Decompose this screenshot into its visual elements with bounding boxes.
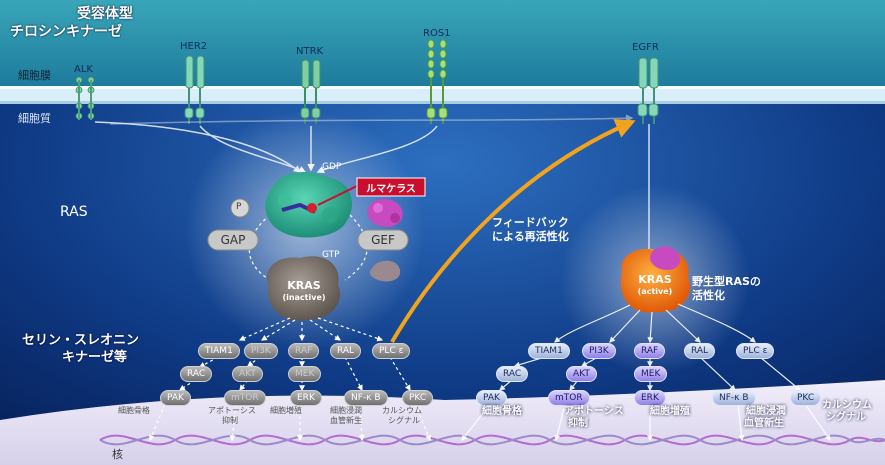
pill-pak-left: PAK <box>160 390 191 406</box>
pill-nfkb-right: NF-κ B <box>712 390 756 406</box>
ras-label: RAS <box>60 204 88 220</box>
pill-pkc-left: PKC <box>402 390 434 406</box>
feedback-label-line-1: フィードバック <box>492 216 569 229</box>
gdp-label: GDP <box>322 162 342 172</box>
kras-gdp-molecule <box>265 172 353 238</box>
kras-inactive-molecule <box>266 256 341 321</box>
pill-akt-right: AKT <box>566 366 597 382</box>
pill-mtor-left: mTOR <box>224 390 266 406</box>
kinase-label-line-2: キナーゼ等 <box>62 350 128 365</box>
kras-active-state: (active) <box>637 287 673 296</box>
feedback-arrow <box>390 119 636 344</box>
note-apoptosis-left-1: アポトーシス <box>208 406 256 415</box>
gef-label: GEF <box>371 233 395 247</box>
pill-mek-left: MEK <box>288 366 322 382</box>
gef-molecule <box>367 198 403 282</box>
pill-plce-left: PLC ε <box>372 343 411 359</box>
kras-inactive-state: (inactive) <box>282 293 326 302</box>
feedback-label-line-2: による再活性化 <box>492 230 569 243</box>
pill-tiam1-right: TIAM1 <box>528 343 570 359</box>
title-line-1: 受容体型 <box>77 6 133 22</box>
note-calcium-left-1: カルシウム <box>382 406 422 415</box>
pill-plce-right: PLC ε <box>736 343 775 359</box>
note-proliferation-left: 細胞増殖 <box>270 406 302 415</box>
pill-rac-right: RAC <box>496 366 529 382</box>
pill-pkc-right: PKC <box>790 390 822 406</box>
note-invasion-right-1: 細胞浸潤 <box>746 406 786 417</box>
kinase-label-line-1: セリン・スレオニン <box>22 333 140 348</box>
drug-label: ルマケラス <box>366 184 416 195</box>
note-cytoskeleton-right: 細胞骨格 <box>482 406 522 417</box>
receptor-ntrk <box>300 59 321 124</box>
label-cytoplasm: 細胞質 <box>18 112 51 125</box>
receptor-ros1 <box>426 39 448 124</box>
pill-pak-right: PAK <box>476 390 507 406</box>
receptor-label-alk: ALK <box>74 64 93 75</box>
note-calcium-left-2: シグナル <box>388 416 420 425</box>
title-line-2: チロシンキナーゼ <box>10 24 122 40</box>
pill-mtor-right: mTOR <box>548 390 590 406</box>
note-invasion-left-2: 血管新生 <box>330 416 362 425</box>
note-cytoskeleton-left: 細胞骨格 <box>118 406 150 415</box>
pill-nfkb-left: NF-κ B <box>344 390 388 406</box>
pill-erk-right: ERK <box>634 390 666 406</box>
note-apoptosis-right-1: アポトーシス <box>564 406 624 417</box>
kras-active-molecule <box>620 246 691 313</box>
note-calcium-right-1: カルシウム <box>822 400 872 411</box>
kras-active-label: KRAS <box>638 273 672 286</box>
note-apoptosis-right-2: 抑制 <box>568 418 588 429</box>
pill-tiam1-left: TIAM1 <box>198 343 240 359</box>
receptor-label-her2: HER2 <box>180 41 208 52</box>
note-invasion-right-2: 血管新生 <box>744 418 784 429</box>
receptor-label-egfr: EGFR <box>632 42 659 53</box>
receptor-egfr <box>637 57 659 124</box>
gap-label: GAP <box>220 233 246 247</box>
receptor-alk <box>75 76 95 120</box>
pill-pi3k-right: PI3K <box>582 343 616 359</box>
receptor-her2 <box>184 55 205 124</box>
gtp-label: GTP <box>322 250 340 260</box>
pill-ral-left: RAL <box>330 343 362 359</box>
pill-pi3k-left: PI3K <box>244 343 278 359</box>
receptor-label-ros1: ROS1 <box>423 28 451 39</box>
pill-ral-right: RAL <box>684 343 716 359</box>
pill-raf-left: RAF <box>288 343 320 359</box>
wild-type-label-line-1: 野生型RASの <box>692 275 761 288</box>
note-apoptosis-left-2: 抑制 <box>222 416 238 425</box>
pill-raf-right: RAF <box>634 343 666 359</box>
wild-type-label: 野生型RASの 活性化 <box>692 275 761 303</box>
dna-helix <box>99 434 885 446</box>
pill-akt-left: AKT <box>232 366 263 382</box>
kras-inactive-label: KRAS <box>287 279 321 292</box>
receptor-label-ntrk: NTRK <box>296 46 324 57</box>
label-nucleus: 核 <box>112 448 123 461</box>
note-calcium-right-2: シグナル <box>826 412 866 423</box>
phosphate-label: P <box>236 202 242 212</box>
note-proliferation-right: 細胞増殖 <box>650 406 690 417</box>
pill-rac-left: RAC <box>180 366 213 382</box>
feedback-label: フィードバック による再活性化 <box>492 216 569 244</box>
wild-type-label-line-2: 活性化 <box>692 289 725 302</box>
note-invasion-left-1: 細胞浸潤 <box>330 406 362 415</box>
pill-mek-right: MEK <box>634 366 668 382</box>
label-membrane: 細胞膜 <box>18 69 51 82</box>
pill-erk-left: ERK <box>290 390 322 406</box>
